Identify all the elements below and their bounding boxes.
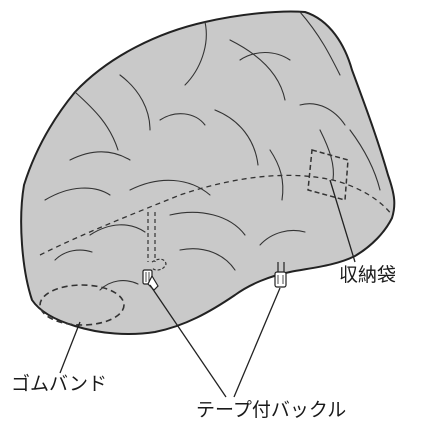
rubber-band-label: ゴムバンド: [11, 375, 107, 394]
storage-bag-label: 収納袋: [339, 266, 396, 285]
leader-rubber-band: [60, 322, 80, 373]
leader-buckle-right: [234, 288, 280, 397]
tape-buckle-label: テープ付バックル: [196, 401, 346, 420]
